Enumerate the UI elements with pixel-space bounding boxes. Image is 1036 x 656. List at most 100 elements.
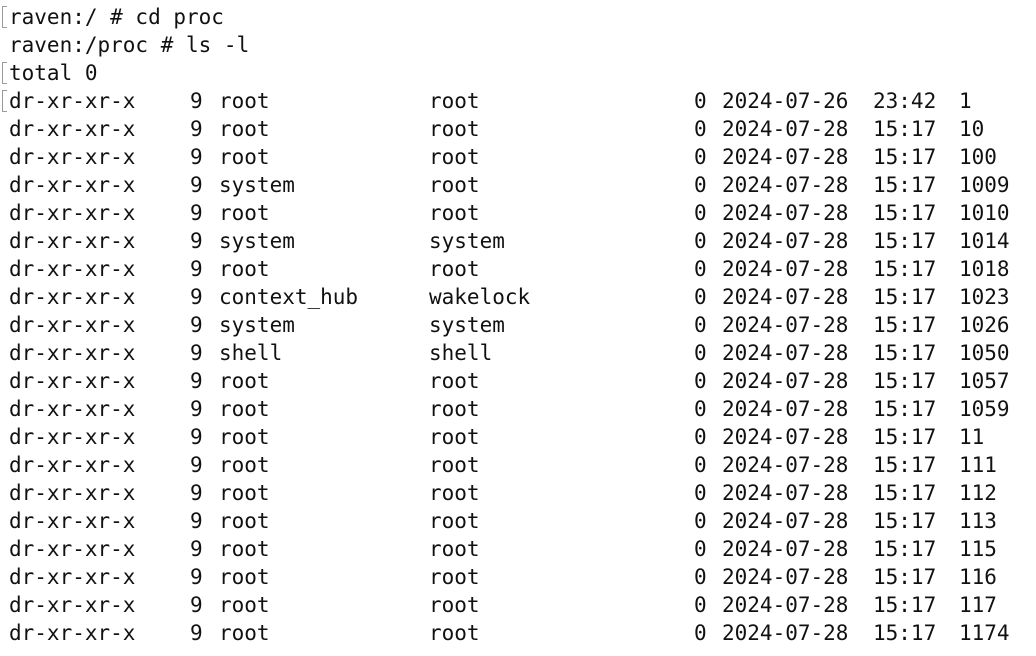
entry-date: 2024-07-28	[722, 229, 849, 253]
entry-size: 0	[694, 425, 707, 449]
entry-owner: system	[219, 173, 295, 197]
entry-owner: root	[219, 257, 270, 281]
entry-perm: dr-xr-xr-x	[9, 621, 136, 645]
entry-name: 1174	[959, 621, 1010, 645]
entry-date: 2024-07-28	[722, 565, 849, 589]
entry-time: 15:17	[873, 117, 937, 141]
entry-group: root	[429, 397, 480, 421]
entry-name: 100	[959, 145, 997, 169]
entry-size: 0	[694, 565, 707, 589]
entry-perm: dr-xr-xr-x	[9, 89, 136, 113]
entry-links: 9	[190, 89, 203, 113]
entry-links: 9	[190, 509, 203, 533]
entry-size: 0	[694, 481, 707, 505]
entry-links: 9	[190, 565, 203, 589]
entry-perm: dr-xr-xr-x	[9, 425, 136, 449]
entry-links: 9	[190, 481, 203, 505]
entry-name: 1057	[959, 369, 1010, 393]
entry-group: root	[429, 481, 480, 505]
entry-time: 15:17	[873, 453, 937, 477]
entry-time: 15:17	[873, 621, 937, 645]
entry-date: 2024-07-28	[722, 341, 849, 365]
entry-date: 2024-07-28	[722, 537, 849, 561]
mark-bracket	[2, 6, 7, 28]
entry-perm: dr-xr-xr-x	[9, 565, 136, 589]
entry-date: 2024-07-28	[722, 397, 849, 421]
entry-group: system	[429, 313, 505, 337]
entry-links: 9	[190, 341, 203, 365]
entry-links: 9	[190, 593, 203, 617]
entry-links: 9	[190, 145, 203, 169]
entry-date: 2024-07-28	[722, 313, 849, 337]
entry-time: 15:17	[873, 145, 937, 169]
entry-size: 0	[694, 397, 707, 421]
entry-links: 9	[190, 117, 203, 141]
entry-perm: dr-xr-xr-x	[9, 593, 136, 617]
entry-perm: dr-xr-xr-x	[9, 145, 136, 169]
entry-date: 2024-07-26	[722, 89, 849, 113]
entry-date: 2024-07-28	[722, 285, 849, 309]
entry-perm: dr-xr-xr-x	[9, 369, 136, 393]
entry-owner: shell	[219, 341, 283, 365]
entry-name: 1014	[959, 229, 1010, 253]
entry-perm: dr-xr-xr-x	[9, 481, 136, 505]
entry-name: 1009	[959, 173, 1010, 197]
entry-links: 9	[190, 453, 203, 477]
entry-time: 15:17	[873, 201, 937, 225]
entry-links: 9	[190, 173, 203, 197]
entry-group: wakelock	[429, 285, 531, 309]
entry-name: 116	[959, 565, 997, 589]
entry-name: 1059	[959, 397, 1010, 421]
entry-perm: dr-xr-xr-x	[9, 285, 136, 309]
entry-time: 15:17	[873, 173, 937, 197]
entry-size: 0	[694, 313, 707, 337]
entry-owner: root	[219, 117, 270, 141]
entry-date: 2024-07-28	[722, 425, 849, 449]
entry-name: 1026	[959, 313, 1010, 337]
entry-perm: dr-xr-xr-x	[9, 229, 136, 253]
entry-date: 2024-07-28	[722, 621, 849, 645]
mark-bracket	[2, 62, 7, 84]
entry-date: 2024-07-28	[722, 369, 849, 393]
entry-name: 1023	[959, 285, 1010, 309]
entry-links: 9	[190, 229, 203, 253]
total-line: total 0	[9, 61, 98, 85]
entry-group: root	[429, 145, 480, 169]
entry-time: 15:17	[873, 565, 937, 589]
entry-group: root	[429, 565, 480, 589]
entry-size: 0	[694, 89, 707, 113]
entry-time: 23:42	[873, 89, 937, 113]
entry-group: root	[429, 425, 480, 449]
entry-perm: dr-xr-xr-x	[9, 257, 136, 281]
entry-owner: root	[219, 369, 270, 393]
entry-size: 0	[694, 201, 707, 225]
entry-time: 15:17	[873, 509, 937, 533]
entry-size: 0	[694, 341, 707, 365]
entry-owner: root	[219, 481, 270, 505]
entry-date: 2024-07-28	[722, 201, 849, 225]
entry-time: 15:17	[873, 425, 937, 449]
entry-links: 9	[190, 621, 203, 645]
entry-group: root	[429, 173, 480, 197]
entry-time: 15:17	[873, 369, 937, 393]
entry-owner: root	[219, 621, 270, 645]
entry-size: 0	[694, 621, 707, 645]
entry-name: 111	[959, 453, 997, 477]
entry-size: 0	[694, 537, 707, 561]
entry-owner: root	[219, 537, 270, 561]
entry-perm: dr-xr-xr-x	[9, 117, 136, 141]
entry-links: 9	[190, 369, 203, 393]
entry-time: 15:17	[873, 481, 937, 505]
entry-group: root	[429, 453, 480, 477]
entry-date: 2024-07-28	[722, 173, 849, 197]
entry-owner: root	[219, 425, 270, 449]
entry-date: 2024-07-28	[722, 145, 849, 169]
entry-links: 9	[190, 425, 203, 449]
entry-name: 11	[959, 425, 985, 449]
entry-owner: root	[219, 397, 270, 421]
entry-perm: dr-xr-xr-x	[9, 341, 136, 365]
entry-links: 9	[190, 257, 203, 281]
entry-size: 0	[694, 117, 707, 141]
entry-perm: dr-xr-xr-x	[9, 509, 136, 533]
